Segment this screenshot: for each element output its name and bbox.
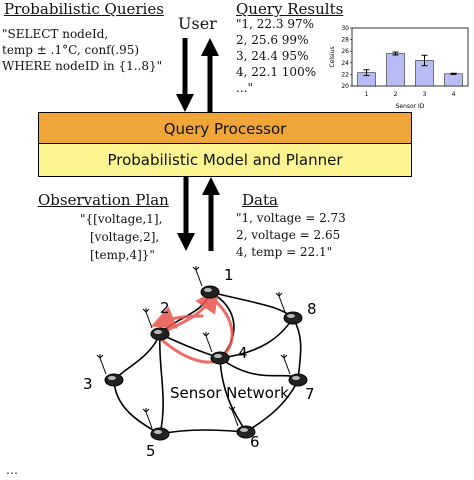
mote-3 (96, 354, 124, 387)
query-results-heading: Query Results (236, 0, 344, 18)
chart-plot-frame (351, 27, 469, 87)
sensor-network: 1 2 3 4 5 6 7 8 Sensor Network (83, 266, 317, 460)
user-arrows (176, 38, 219, 112)
network-arrows (177, 177, 220, 251)
x-tick-label-1: 1 (365, 91, 369, 98)
node-label-5: 5 (146, 442, 156, 460)
down-arrow-head (176, 94, 194, 112)
query-line-2: temp ± .1°C, conf(.95) (2, 43, 140, 57)
path-1-4 (210, 296, 234, 358)
mote-2 (142, 308, 170, 341)
result-line-5: ..." (236, 81, 253, 95)
x-tick-label-4: 4 (452, 91, 456, 98)
y-tick-label-4: 28 (341, 37, 349, 44)
y-tick-label-3: 26 (341, 48, 349, 55)
x-axis-label: Sensor ID (396, 103, 425, 110)
probabilistic-queries-heading: Probabilistic Queries (4, 0, 164, 18)
plan-line-1: "{[voltage,1], (80, 212, 163, 226)
sensor-network-label: Sensor Network (170, 384, 289, 402)
mote-7 (280, 354, 308, 387)
observation-plan-heading: Observation Plan (38, 191, 169, 209)
y-tick-label-5: 30 (341, 25, 349, 32)
node-label-2: 2 (160, 299, 170, 317)
link-1-8 (209, 291, 294, 319)
query-processor-box: Query Processor (38, 112, 412, 145)
link-2-3 (113, 333, 161, 381)
node-label-4: 4 (238, 344, 248, 362)
node-label-6: 6 (250, 433, 260, 451)
result-line-2: 2, 25.6 99% (236, 33, 309, 47)
probabilistic-model-box: Probabilistic Model and Planner (38, 143, 412, 177)
data-heading: Data (242, 191, 278, 209)
mote-4 (202, 332, 230, 365)
mote-5 (142, 408, 170, 441)
link-4-7 (219, 357, 299, 381)
link-3-5 (113, 379, 161, 435)
data-line-2: 2, voltage = 2.65 (236, 228, 341, 242)
node-label-3: 3 (83, 375, 93, 393)
x-tick-label-3: 3 (423, 91, 427, 98)
data-line-3: 4, temp = 22.1" (236, 245, 333, 259)
up-arrow-head (201, 38, 219, 56)
query-line-1: "SELECT nodeId, (2, 27, 109, 41)
result-line-1: "1, 22.3 97% (236, 17, 314, 31)
plan-line-3: [temp,4]}" (90, 248, 155, 262)
node-label-8: 8 (307, 300, 317, 318)
y-tick-label-0: 20 (341, 83, 349, 90)
data-line-1: "1, voltage = 2.73 (236, 211, 346, 225)
path-4-2 (160, 338, 220, 364)
mote-6 (228, 406, 256, 439)
query-line-3: WHERE nodeID in {1..8}" (2, 59, 163, 73)
path-to-2 (150, 306, 204, 329)
plan-arrow-head (177, 233, 195, 251)
y-tick-label-1: 22 (341, 71, 349, 78)
caption-fragment: … (6, 463, 22, 477)
path-2-1 (164, 288, 219, 333)
mote-nodes (96, 266, 308, 441)
mote-8 (275, 292, 303, 325)
y-axis-label: Celsius (329, 46, 336, 67)
query-processor-label: Query Processor (163, 119, 287, 138)
result-line-4: 4, 22.1 100% (236, 65, 317, 79)
probabilistic-model-label: Probabilistic Model and Planner (107, 151, 343, 169)
user-label: User (178, 14, 217, 33)
link-8-7 (292, 317, 302, 381)
node-label-7: 7 (305, 385, 315, 403)
link-2-5 (158, 333, 164, 435)
bar-4 (444, 73, 463, 87)
y-tick-label-2: 24 (341, 60, 349, 67)
link-5-6 (159, 429, 247, 435)
bar-2 (386, 53, 405, 87)
node-label-1: 1 (224, 266, 234, 284)
data-arrow-head (202, 177, 220, 195)
mote-1 (192, 266, 220, 299)
result-line-3: 3, 24.4 95% (236, 49, 309, 63)
plan-line-2: [voltage,2], (90, 230, 160, 244)
x-tick-label-2: 2 (394, 91, 398, 98)
